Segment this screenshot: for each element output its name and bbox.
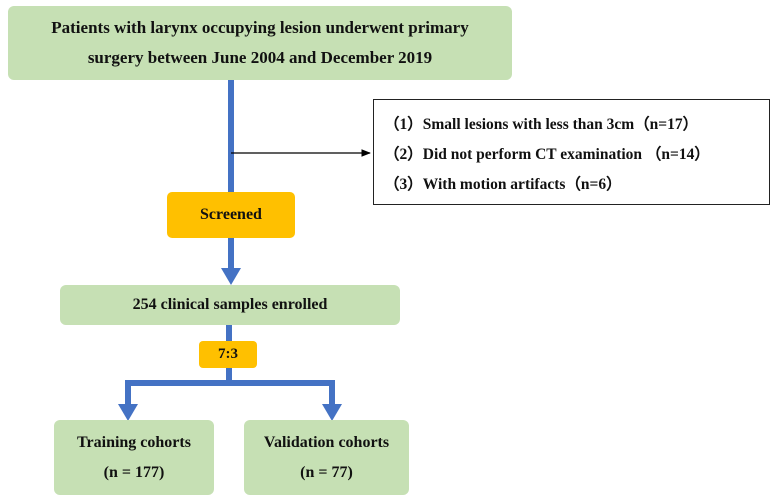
split-ratio-label: 7:3 [218,346,238,362]
training-count: (n = 177) [103,463,165,481]
arrowhead-validation [322,404,342,421]
exclusion-criteria-box: （1）Small lesions with less than 3cm（n=17… [373,99,770,205]
split-ratio-box: 7:3 [199,341,257,368]
screened-box: Screened [167,192,295,238]
validation-count: (n = 77) [300,463,353,481]
patients-box: Patients with larynx occupying lesion un… [8,6,512,80]
screened-label: Screened [200,206,262,223]
exclusion-item-1: （1）Small lesions with less than 3cm（n=17… [384,116,699,133]
arrowhead-enrolled [221,268,241,285]
patients-line-2: surgery between June 2004 and December 2… [87,48,433,67]
training-label: Training cohorts [77,433,191,451]
validation-cohort-box: Validation cohorts (n = 77) [244,420,409,495]
enrolled-label: 254 clinical samples enrolled [132,296,328,313]
validation-label: Validation cohorts [263,433,390,451]
exclusion-item-3: （3）With motion artifacts（n=6） [384,176,622,193]
enrolled-box: 254 clinical samples enrolled [60,285,400,325]
arrowhead-training [118,404,138,421]
patients-line-1: Patients with larynx occupying lesion un… [51,18,469,37]
training-cohort-box: Training cohorts (n = 177) [54,420,214,495]
exclusion-item-2: （2）Did not perform CT examination （n=14） [384,146,710,163]
